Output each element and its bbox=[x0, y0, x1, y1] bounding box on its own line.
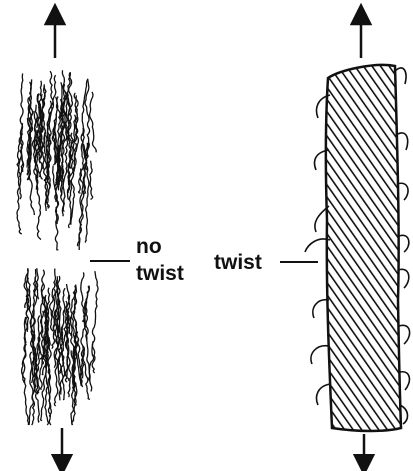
yarn-body bbox=[326, 65, 401, 431]
fiber-strand bbox=[83, 286, 90, 322]
fiber-end bbox=[317, 384, 331, 405]
twist-label: twist bbox=[214, 251, 262, 274]
fiber-end bbox=[399, 235, 409, 252]
untwisted-fiber-bundle bbox=[17, 14, 98, 465]
fiber-strand bbox=[41, 86, 45, 127]
fiber-end bbox=[399, 325, 410, 344]
fibers-bottom-segment bbox=[22, 268, 98, 425]
fiber-end bbox=[400, 372, 409, 390]
fiber-strand bbox=[62, 301, 67, 400]
fiber-strand bbox=[90, 92, 97, 153]
no-twist-label-line1: no bbox=[136, 235, 162, 258]
twisted-yarn bbox=[305, 14, 410, 465]
fibers-top-segment bbox=[17, 70, 96, 250]
fiber-end bbox=[311, 346, 329, 364]
fiber-strand bbox=[90, 161, 93, 200]
no-twist-label-line2: twist bbox=[136, 262, 184, 285]
